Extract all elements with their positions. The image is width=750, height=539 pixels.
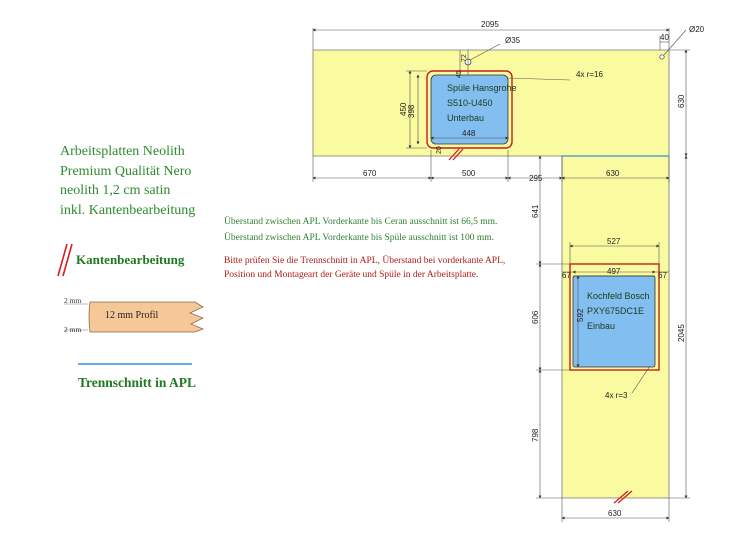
- dim-hob-inner-width: 497: [607, 267, 621, 276]
- note-check-line-2: Position und Montageart der Geräte und S…: [224, 270, 479, 280]
- dim-sink-width: 448: [462, 129, 476, 138]
- edge-mark-bottom-icon: [613, 490, 633, 504]
- dim-sink-72: 72: [461, 54, 468, 62]
- dim-right-depth: 630: [677, 94, 686, 108]
- dim-bottom-630: 630: [606, 169, 620, 178]
- sink-label-1: Spüle Hansgrohe: [447, 83, 517, 93]
- dim-sink-height: 398: [407, 104, 416, 118]
- dim-sink-radius: 4x r=16: [576, 70, 603, 79]
- material-line-4: inkl. Kantenbearbeitung: [60, 202, 196, 218]
- dim-leg-798: 798: [531, 428, 540, 442]
- dim-hob-right-67: 67: [658, 271, 667, 280]
- dim-sink-hole: Ø35: [505, 36, 521, 45]
- material-description: Arbeitsplatten Neolith Premium Qualität …: [60, 142, 195, 220]
- edge-mark-sink-icon: [448, 148, 464, 161]
- dim-bottom-295: 295: [529, 174, 543, 183]
- sink-label-2: S510-U450: [447, 98, 493, 108]
- dim-hob-radius: 4x r=3: [605, 391, 628, 400]
- dim-right-total: 2045: [677, 324, 686, 342]
- dim-sink-20: 20: [436, 146, 443, 154]
- dim-sink-45: 45: [456, 70, 463, 78]
- profile-shape-icon: [64, 301, 205, 333]
- hob-label-2: PXY675DC1E: [587, 306, 644, 316]
- material-line-1: Arbeitsplatten Neolith: [60, 144, 185, 159]
- note-check-line-1: Bitte prüfen Sie die Trennschnitt in APL…: [224, 256, 506, 266]
- material-line-3: neolith 1,2 cm satin: [60, 183, 171, 198]
- edge-processing-label: Kantenbearbeitung: [76, 252, 185, 267]
- dim-bottom-670: 670: [363, 169, 377, 178]
- hob-label-3: Einbau: [587, 321, 615, 331]
- dim-total-width: 2095: [481, 20, 499, 29]
- dim-hole-diameter: Ø20: [689, 25, 705, 34]
- sink-outer-border: [426, 70, 513, 149]
- dim-corner-40: 40: [660, 33, 669, 42]
- dim-leg-641: 641: [531, 204, 540, 218]
- corner-hole-icon: [659, 54, 665, 60]
- material-line-2: Premium Qualität Nero: [60, 163, 192, 179]
- sink-label-3: Unterbau: [447, 113, 484, 123]
- dim-hob-height: 592: [576, 308, 585, 322]
- dim-hob-left-67: 67: [562, 271, 571, 280]
- sink-cutout: [430, 74, 509, 145]
- edge-marker-icon: [57, 243, 73, 277]
- profile-top-dimension: 2 mm: [64, 296, 82, 305]
- dim-bottom-500: 500: [462, 169, 476, 178]
- dim-leg-width-bottom: 630: [608, 509, 622, 518]
- dim-hob-outer-width: 527: [607, 237, 621, 246]
- dim-sink-outer-height: 450: [399, 102, 408, 116]
- note-sink-overhang: Überstand zwischen APL Vorderkante bis S…: [224, 233, 495, 243]
- cut-line-sample: [78, 363, 192, 365]
- hob-outer-border: [569, 263, 660, 371]
- note-ceran-overhang: Überstand zwischen APL Vorderkante bis C…: [224, 217, 498, 227]
- profile-bottom-dimension: 2 mm: [64, 325, 82, 334]
- profile-label: 12 mm Profil: [105, 310, 159, 321]
- cut-line-label: Trennschnitt in APL: [78, 375, 197, 390]
- dim-leg-606: 606: [531, 310, 540, 324]
- hob-label-1: Kochfeld Bosch: [587, 291, 650, 301]
